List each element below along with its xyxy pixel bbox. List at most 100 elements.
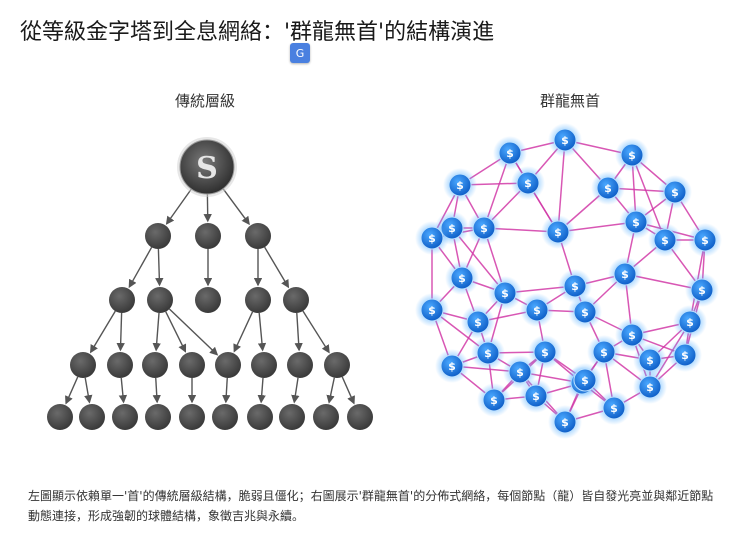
network-node: $ [519,379,553,413]
dollar-glyph: $ [448,222,456,235]
hierarchy-node [107,352,133,378]
dollar-glyph: $ [561,416,569,429]
hierarchy-edge [165,188,192,225]
dollar-glyph: $ [610,402,618,415]
network-node: $ [461,305,495,339]
dollar-glyph: $ [621,268,629,281]
page-title: 從等級金字塔到全息網絡：'群龍無首'的結構演進 [20,20,495,45]
hierarchy-node [112,404,138,430]
network-node: $ [415,221,449,255]
network-node: $ [597,391,631,425]
dollar-glyph: $ [458,272,466,285]
network-node: $ [415,293,449,327]
dollar-glyph: $ [628,149,636,162]
hierarchy-node [79,404,105,430]
hierarchy-edge [152,312,161,352]
hierarchy-node [251,352,277,378]
dollar-glyph: $ [571,280,579,293]
hierarchy-edge [257,377,266,404]
network-node: $ [591,171,625,205]
dollar-glyph: $ [646,354,654,367]
structure-diagram: 傳統層級 群龍無首 S $$$$$$$$$$$$$$$$$$$$$$$$$$$$… [47,92,722,439]
network-node: $ [619,205,653,239]
network-node: $ [558,269,592,303]
hierarchy-node [195,223,221,249]
dollar-glyph: $ [632,216,640,229]
hierarchy-edge [222,188,250,226]
hierarchy-edges [65,188,355,405]
network-node: $ [471,336,505,370]
dollar-glyph: $ [671,186,679,199]
hierarchy-node [283,287,309,313]
dollar-glyph: $ [561,134,569,147]
hierarchy-edge [222,377,231,404]
hierarchy-edge [84,377,93,404]
dollar-glyph: $ [646,381,654,394]
network-node: $ [520,293,554,327]
hierarchy-edge [341,376,355,405]
network-node: $ [511,166,545,200]
hierarchy-node [70,352,96,378]
dollar-glyph: $ [600,346,608,359]
hierarchy-edge [291,377,300,404]
dollar-glyph: $ [581,374,589,387]
network-node: $ [608,257,642,291]
hierarchy-node [245,223,271,249]
hierarchy-node [179,404,205,430]
hierarchy-edge [155,248,164,287]
hierarchy-node [145,223,171,249]
hierarchy-nodes: S [47,137,373,430]
dollar-glyph: $ [604,182,612,195]
dollar-glyph: $ [456,179,464,192]
network-node: $ [443,168,477,202]
dollar-glyph: $ [474,316,482,329]
network-node: $ [445,261,479,295]
hierarchy-edge [89,310,116,354]
network-node: $ [648,223,682,257]
dollar-glyph: $ [698,284,706,297]
translate-icon[interactable]: G [290,43,310,63]
hierarchy-edge [165,311,187,353]
network-node: $ [528,335,562,369]
network-node: $ [633,343,667,377]
hierarchy-edge [116,312,125,352]
network-node: $ [548,123,582,157]
caption: 左圖顯示依賴單一'首'的傳統層級結構，脆弱且僵化；右圖展示'群龍無首'的分佈式網… [28,489,714,523]
dollar-glyph: $ [581,306,589,319]
network-node: $ [587,335,621,369]
network-node: $ [488,276,522,310]
dollar-glyph: $ [428,304,436,317]
hierarchy-edge [326,377,335,404]
hierarchy-edge [168,308,219,356]
hierarchy-node [145,404,171,430]
dollar-glyph: $ [490,394,498,407]
dollar-glyph: $ [506,147,514,160]
network-label: 群龍無首 [540,92,600,110]
network-node: $ [435,349,469,383]
hierarchy-node [212,404,238,430]
network-node: $ [658,175,692,209]
network-node: $ [685,273,719,307]
hierarchy-edge [294,312,303,352]
network-node: $ [615,318,649,352]
network-node: $ [568,363,602,397]
hierarchy-node [347,404,373,430]
hierarchy-node [324,352,350,378]
hierarchy-node [147,287,173,313]
network-node: $ [541,215,575,249]
network-node: $ [633,370,667,404]
dollar-glyph: $ [701,234,709,247]
hierarchy-label: 傳統層級 [175,92,235,110]
hierarchy-edge [233,311,254,353]
dollar-glyph: $ [541,346,549,359]
dollar-glyph: $ [661,234,669,247]
dollar-glyph: $ [480,222,488,235]
dragon-glyph: S [196,151,218,186]
dollar-glyph: $ [532,390,540,403]
dollar-glyph: $ [628,329,636,342]
network-node: $ [503,355,537,389]
hierarchy-node [109,287,135,313]
hierarchy-edge [264,246,290,289]
hierarchy-edge [257,312,267,352]
dollar-glyph: $ [516,366,524,379]
